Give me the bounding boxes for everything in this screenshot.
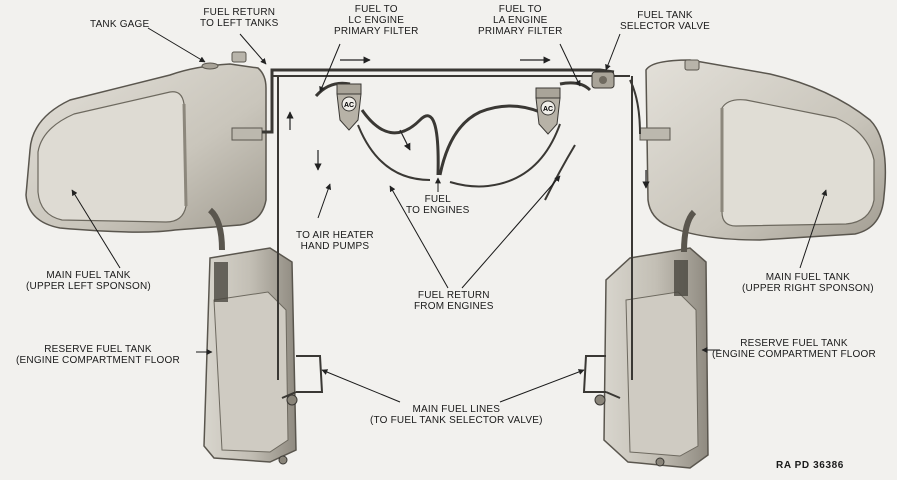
flow-arrows (286, 56, 650, 189)
fuel-tank-selector-valve (591, 71, 615, 89)
la-filter-badge: AC (543, 106, 553, 113)
main-fuel-lines-label: MAIN FUEL LINES(TO FUEL TANK SELECTOR VA… (370, 404, 543, 426)
main-right-label: MAIN FUEL TANK(UPPER RIGHT SPONSON) (742, 272, 874, 294)
reserve-left-label: RESERVE FUEL TANK(ENGINE COMPARTMENT FLO… (16, 344, 180, 366)
la-engine-primary-filter (535, 87, 561, 135)
main-fuel-tank-right (639, 59, 887, 241)
main-left-label: MAIN FUEL TANK(UPPER LEFT SPONSON) (26, 270, 151, 292)
reserve-fuel-tank-left (203, 207, 298, 465)
main-fuel-tank-left (25, 51, 267, 233)
leader-lines (71, 27, 828, 403)
reserve-fuel-tank-right (594, 209, 709, 469)
reference-number: RA PD 36386 (776, 460, 844, 471)
lc-filter-badge: AC (344, 102, 354, 109)
reserve-right-label: RESERVE FUEL TANK(ENGINE COMPARTMENT FLO… (712, 338, 876, 360)
lc-engine-primary-filter (336, 83, 362, 131)
tank-gage-label: TANK GAGE (90, 19, 150, 30)
